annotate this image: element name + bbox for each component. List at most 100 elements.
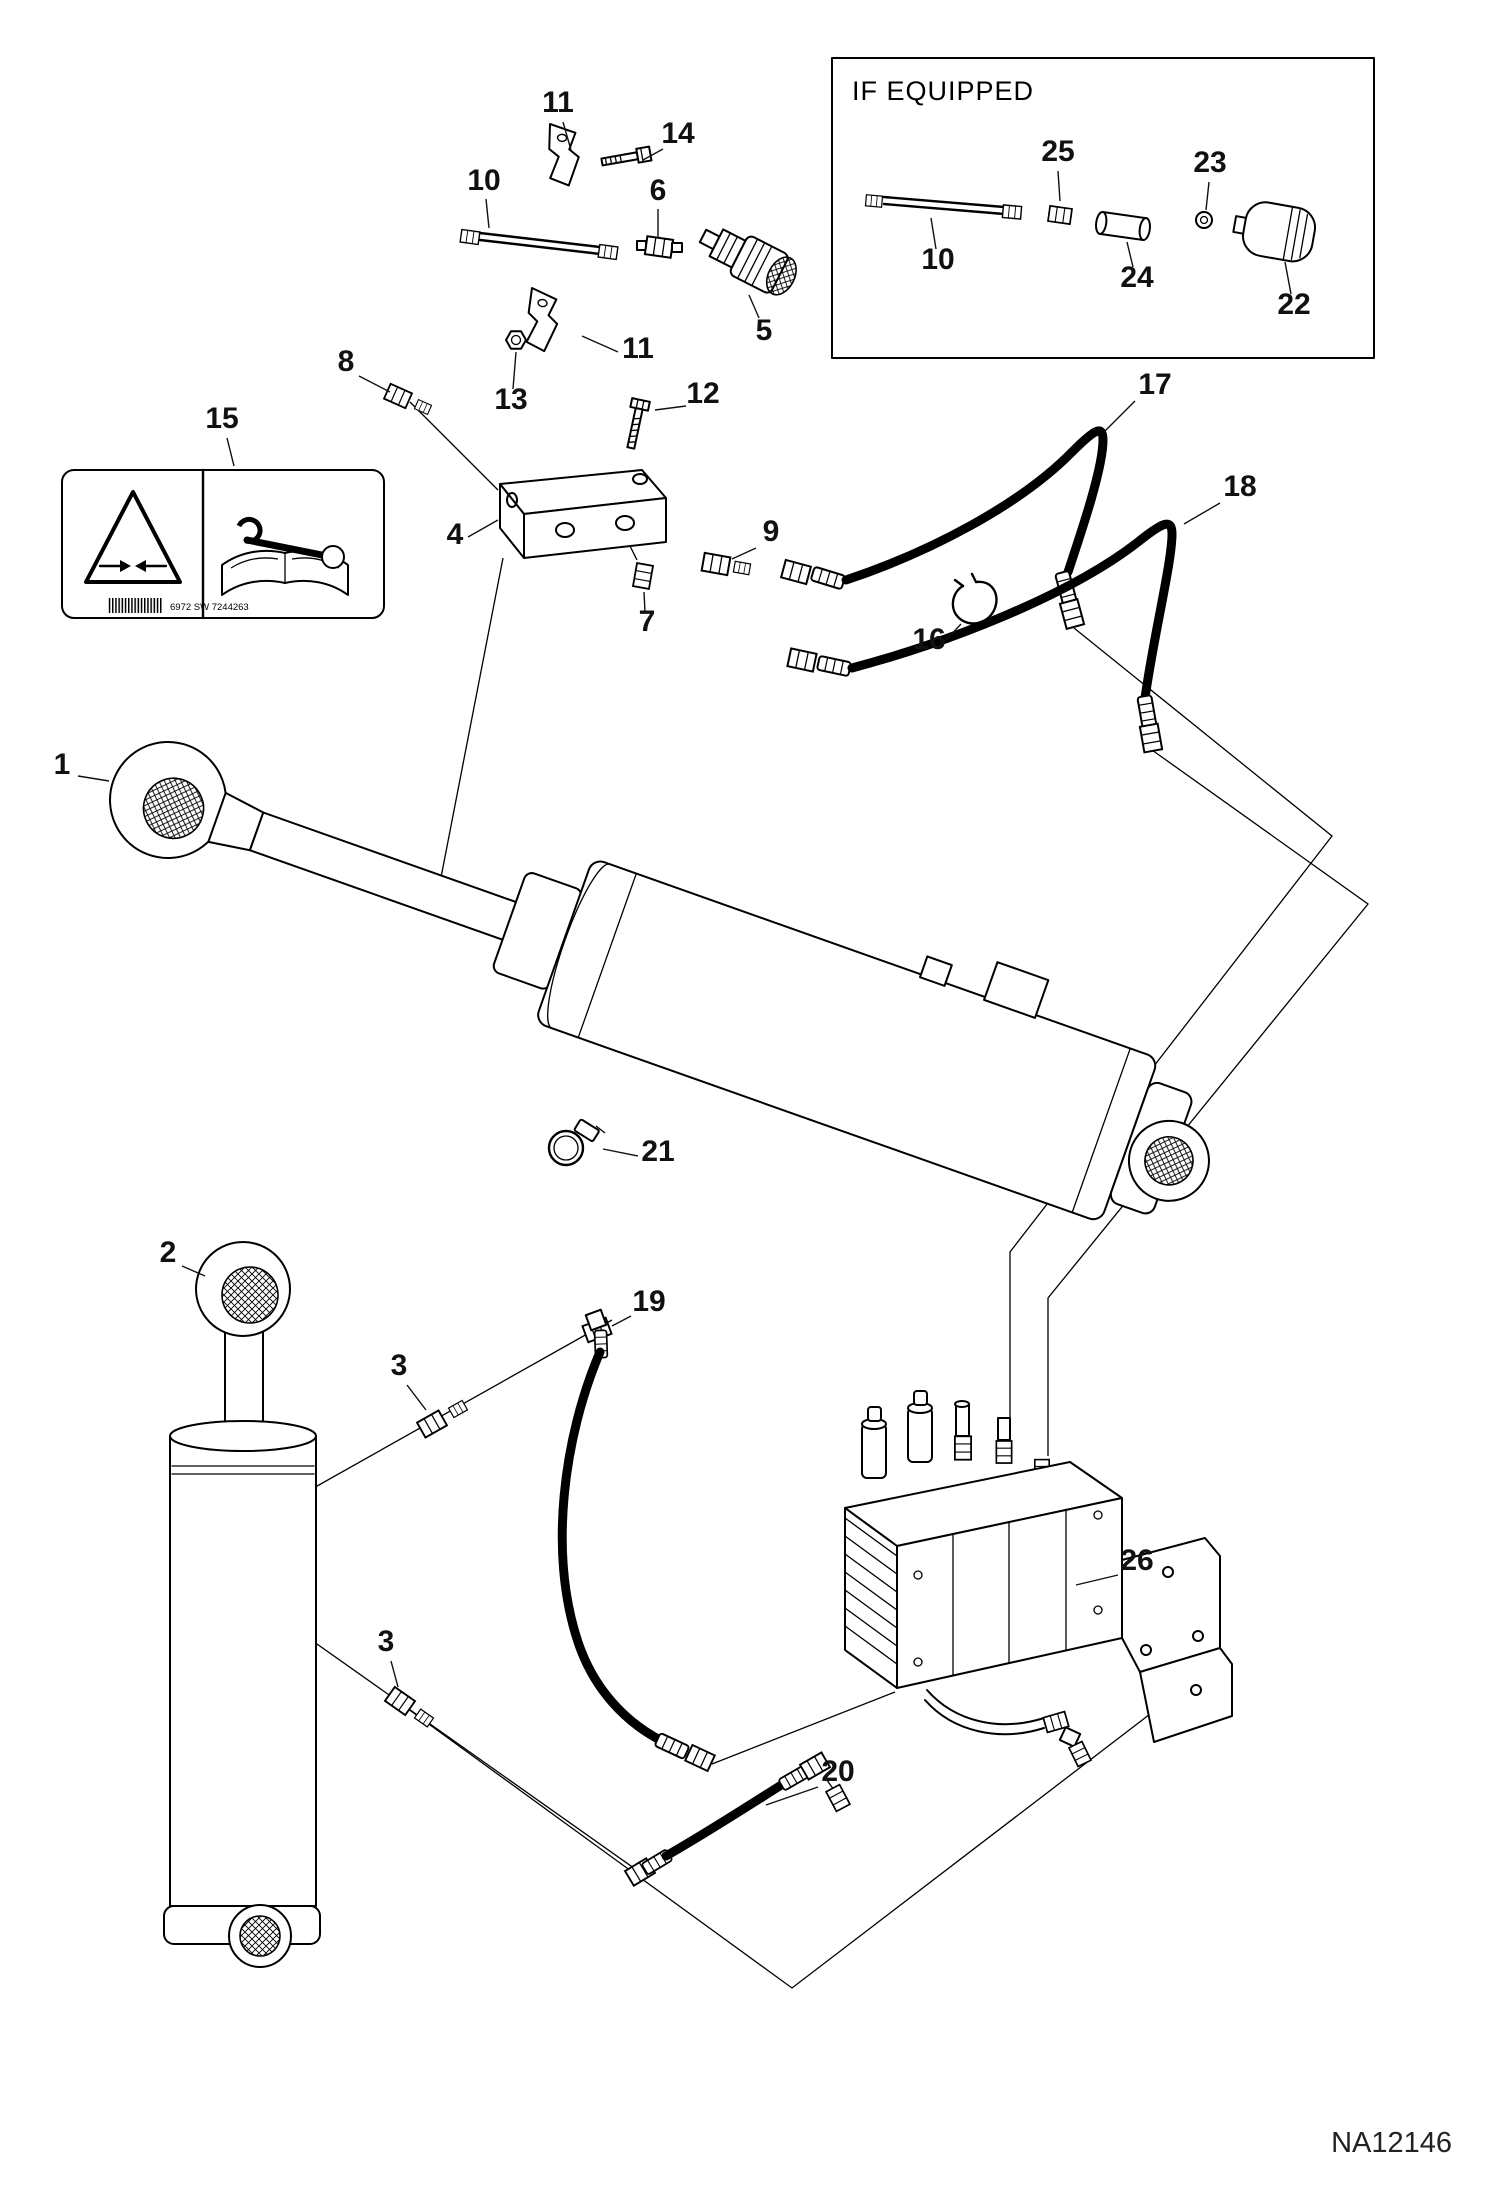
- callout-leader-4-10: [467, 519, 499, 538]
- tube-10: [459, 228, 619, 261]
- callout-20-23: 20: [821, 1755, 854, 1788]
- callout-leader-20-23: [765, 1786, 819, 1806]
- inset-tube-10: [864, 194, 1023, 220]
- nut-13: [505, 330, 527, 350]
- callout-leader-14-1: [642, 148, 664, 161]
- bolt-14: [600, 145, 653, 167]
- callout-10-2: 10: [467, 164, 500, 197]
- callout-25-24: 25: [1041, 135, 1074, 168]
- callout-7-12: 7: [639, 605, 656, 638]
- callout-11-0: 11: [542, 86, 574, 119]
- rod-eye-bushing: [221, 1266, 279, 1324]
- callout-leader-24-27: [1126, 241, 1134, 268]
- callout-11-7: 11: [622, 332, 654, 365]
- callout-leader-2-18: [181, 1265, 206, 1277]
- valve-block-26: [844, 1390, 1233, 1768]
- callout-leader-7-12: [643, 591, 646, 613]
- callout-4-10: 4: [447, 518, 464, 551]
- fitting-7: [629, 545, 654, 590]
- fitting-3b: [384, 1685, 435, 1728]
- callout-leader-15-9: [226, 437, 235, 467]
- hose-18: [786, 519, 1177, 754]
- bracket-11a: [544, 123, 582, 188]
- warning-decal: 6972 SW 7244263: [61, 468, 385, 620]
- inset-fitting-25: [1047, 205, 1073, 225]
- callout-22-28: 22: [1277, 288, 1310, 321]
- callout-23-25: 23: [1193, 146, 1226, 179]
- callout-9-11: 9: [763, 515, 780, 548]
- callout-leader-9-11: [731, 547, 757, 560]
- callout-leader-18-15: [1183, 502, 1221, 525]
- callout-leader-13-6: [512, 351, 517, 390]
- top-assembly: [383, 123, 797, 590]
- wrench-icon: [236, 516, 345, 569]
- callout-13-6: 13: [494, 383, 527, 416]
- callout-leader-21-17: [602, 1148, 639, 1157]
- callout-leader-16-13: [944, 623, 962, 642]
- callout-21-17: 21: [641, 1135, 674, 1168]
- callout-leader-1-16: [77, 775, 110, 782]
- manifold-4: [499, 469, 667, 559]
- callout-8-5: 8: [338, 345, 355, 378]
- inset-coupler-24: [1095, 211, 1151, 241]
- fitting-8: [383, 382, 433, 415]
- fitting-9: [700, 551, 752, 577]
- callout-18-15: 18: [1223, 470, 1256, 503]
- callout-leader-11-7: [581, 335, 619, 353]
- callout-26-22: 26: [1120, 1544, 1153, 1577]
- inset-washer-23: [1195, 211, 1213, 229]
- callout-2-18: 2: [160, 1236, 177, 1269]
- callout-leader-25-24: [1057, 170, 1061, 202]
- inset-accumulator-22: [1232, 201, 1317, 263]
- base-eye-bushing: [239, 1915, 281, 1957]
- callout-1-16: 1: [54, 748, 71, 781]
- decal-barcode: [108, 598, 162, 613]
- callout-16-13: 16: [912, 623, 945, 656]
- decal-fine-print: 6972 SW 7244263: [170, 602, 249, 613]
- lift-cylinder: [109, 741, 1210, 1221]
- callout-leader-8-5: [358, 375, 391, 393]
- clip-16: [951, 572, 998, 625]
- hose-17: [780, 426, 1108, 630]
- inset-title: IF EQUIPPED: [852, 76, 1034, 106]
- callout-leader-10-26: [930, 217, 937, 250]
- fitting-3a: [416, 1399, 469, 1439]
- hose-20: [624, 1751, 851, 1887]
- callout-leader-5-4: [748, 294, 760, 319]
- callout-3-21: 3: [378, 1625, 395, 1658]
- if-equipped-inset: IF EQUIPPED: [831, 57, 1375, 359]
- crush-warning-icon: [84, 490, 182, 584]
- hose-clamp-21: [547, 1118, 606, 1167]
- bracket-11b: [520, 287, 564, 354]
- bolt-12: [626, 397, 651, 450]
- callout-leader-22-28: [1284, 261, 1292, 295]
- callout-3-20: 3: [391, 1349, 408, 1382]
- callout-6-3: 6: [650, 174, 667, 207]
- relief-valve-5: [698, 228, 797, 296]
- callout-24-27: 24: [1120, 261, 1154, 294]
- callout-5-4: 5: [756, 314, 773, 347]
- base-eye-bushing: [1144, 1136, 1194, 1186]
- routing-lines: [277, 401, 1369, 1989]
- callout-layer: 11 14 10 6 5 8 13 11 12 15 4 9 7 16 17 18 1 21 2 19 3 3 26 20 25…: [54, 86, 1311, 1806]
- hose-19: [557, 1308, 716, 1772]
- callout-leader-3-21: [390, 1660, 399, 1688]
- drawing-number: NA12146: [1331, 2127, 1452, 2159]
- tilt-cylinder: [163, 1241, 321, 1968]
- callout-15-9: 15: [205, 402, 238, 435]
- rod-eye-bushing: [142, 777, 205, 840]
- callout-leader-12-8: [654, 405, 687, 411]
- callout-leader-23-25: [1205, 181, 1210, 211]
- callout-leader-19-19: [611, 1315, 632, 1327]
- fitting-6: [636, 235, 683, 259]
- callout-14-1: 14: [661, 117, 695, 150]
- callout-leader-11-0: [562, 121, 572, 151]
- callout-12-8: 12: [686, 377, 719, 410]
- callout-17-14: 17: [1138, 368, 1171, 401]
- callout-leader-26-22: [1075, 1574, 1119, 1586]
- callout-10-26: 10: [921, 243, 954, 276]
- callout-leader-17-14: [1103, 400, 1136, 433]
- callout-19-19: 19: [632, 1285, 665, 1318]
